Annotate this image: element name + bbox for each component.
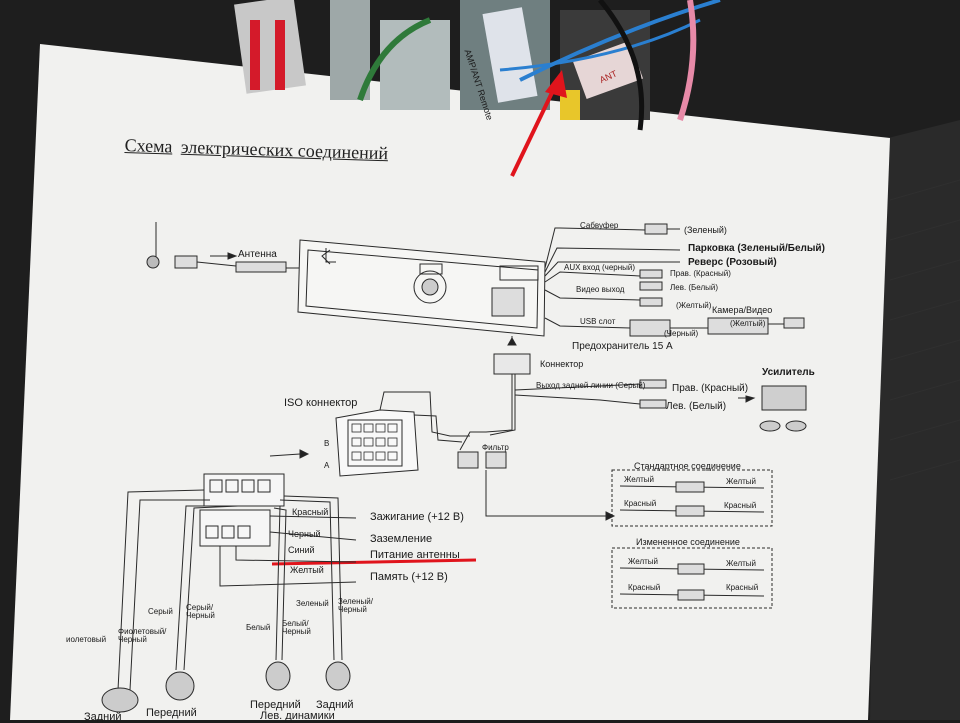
wire-yellow-label: Желтый [290, 565, 324, 575]
speaker-green-black-label: Зеленый/Черный [338, 597, 373, 614]
standard-yellow-1: Желтый [624, 475, 655, 484]
aux-left-label: Лев. (Белый) [670, 283, 719, 292]
aux-in-label: AUX вход (черный) [564, 263, 636, 272]
modified-title: Измененное соединение [636, 537, 740, 547]
speaker-gray-black-label: Серый/Черный [186, 603, 215, 620]
amplifier-label: Усилитель [762, 367, 815, 378]
ground-label: Заземление [370, 533, 433, 545]
camera-yellow-label: (Желтый) [730, 319, 766, 328]
title-line-1: Схема [124, 135, 173, 157]
speaker-white-label: Белый [246, 623, 271, 632]
rear-right-label: Прав. (Красный) [672, 383, 749, 394]
filter-label: Фильтр [482, 443, 509, 452]
usb-label: USB слот [580, 317, 616, 326]
modified-red-2: Красный [726, 583, 759, 592]
iso-b-label: B [324, 439, 330, 448]
speaker-rear-label: Задний [84, 711, 122, 723]
subwoofer-green-label: (Зеленый) [684, 225, 727, 235]
standard-title: Стандартное соединение [634, 461, 741, 471]
left-speakers-label: Лев. динамики [260, 710, 335, 722]
wire-blue-label: Синий [288, 545, 315, 555]
antenna-label: Антенна [238, 249, 277, 260]
video-out-yellow-label: (Желтый) [676, 301, 712, 310]
parking-label: Парковка (Зеленый/Белый) [688, 243, 825, 254]
fuse-label: Предохранитель 15 А [572, 341, 673, 352]
wire-black-label: Черный [288, 529, 321, 539]
speaker-green-label: Зеленый [296, 599, 329, 608]
speaker-purple-black-label: Фиолетовый/Черный [118, 627, 167, 644]
camera-label: Камера/Видео [712, 305, 773, 315]
modified-yellow-1: Желтый [628, 557, 659, 566]
speaker-purple-label: иолетовый [66, 635, 107, 644]
antenna-power-label: Питание антенны [370, 549, 460, 561]
aux-right-label: Прав. (Красный) [670, 269, 731, 278]
rear-left-label: Лев. (Белый) [666, 401, 727, 412]
iso-label: ISO коннектор [284, 397, 358, 409]
wire-red-label: Красный [292, 507, 329, 517]
standard-red-2: Красный [724, 501, 757, 510]
ignition-label: Зажигание (+12 В) [370, 511, 464, 523]
iso-a-label: A [324, 461, 330, 470]
usb-black-label: (Черный) [664, 329, 699, 338]
speaker-front-left-label: Передний [250, 699, 301, 711]
reverse-label: Реверс (Розовый) [688, 257, 777, 268]
standard-yellow-2: Желтый [726, 477, 757, 486]
modified-yellow-2: Желтый [726, 559, 757, 568]
speaker-white-black-label: Белый/Черный [282, 619, 311, 636]
subwoofer-label: Сабвуфер [580, 221, 619, 230]
rear-out-label: Выход задней линии (Серый) [536, 381, 646, 390]
memory-label: Память (+12 В) [370, 571, 448, 583]
speaker-rear-left-label: Задний [316, 699, 354, 711]
speaker-front-label: Передний [146, 707, 197, 719]
connector-label: Коннектор [540, 359, 584, 369]
video-out-label: Видео выход [576, 285, 625, 294]
standard-red-1: Красный [624, 499, 657, 508]
modified-red-1: Красный [628, 583, 661, 592]
speaker-gray-label: Серый [148, 607, 173, 616]
